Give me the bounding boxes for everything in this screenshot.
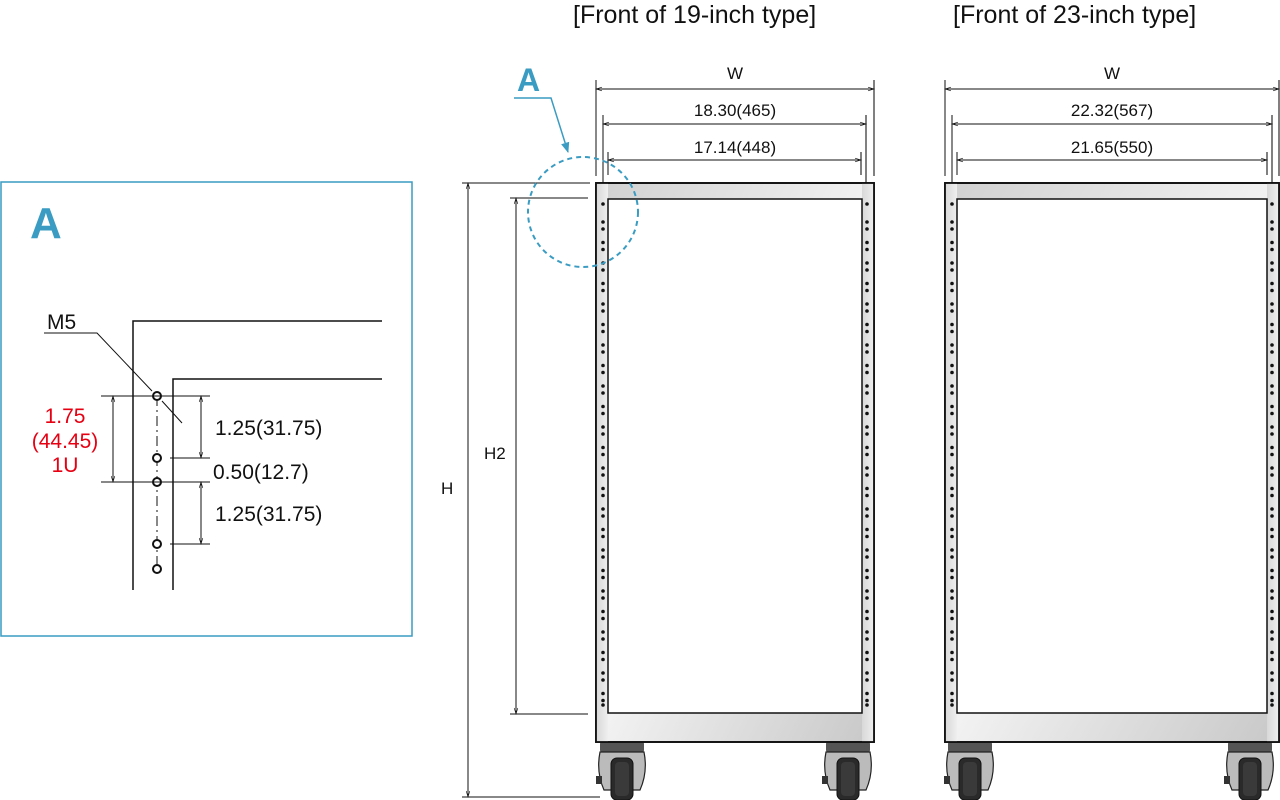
rack19-width-label: W [726,64,744,83]
hole-spacing-1: 1.25(31.75) [215,417,323,440]
rack23-width-label: W [1103,64,1121,83]
rack19-height-label: H [441,479,454,498]
rack19-outer-dim: 18.30(465) [693,101,777,120]
detail-a-panel [0,181,413,637]
hole-spacing-2: 0.50(12.7) [213,461,309,484]
rack23-outer-dim: 22.32(567) [1070,101,1154,120]
rack-19-inch [462,80,874,800]
detail-a-title: A [30,199,62,248]
unit-pitch-inch: 1.75 [44,405,86,428]
unit-pitch-u: 1U [51,454,79,478]
hole-spacing-3: 1.25(31.75) [215,503,323,526]
screw-size-label: M5 [47,311,77,334]
rack23-inner-dim: 21.65(550) [1070,138,1154,157]
rack19-inner-dim: 17.14(448) [693,138,777,157]
rack-23-inch [943,80,1279,800]
unit-pitch-mm: (44.45) [31,429,99,453]
unit-pitch-label: 1.75 (44.45) 1U [22,405,108,479]
rack19-inner-height-label: H2 [484,444,506,463]
title-23-inch: [Front of 23-inch type] [953,1,1197,29]
title-19-inch: [Front of 19-inch type] [573,1,817,29]
callout-a-label: A [517,62,541,98]
